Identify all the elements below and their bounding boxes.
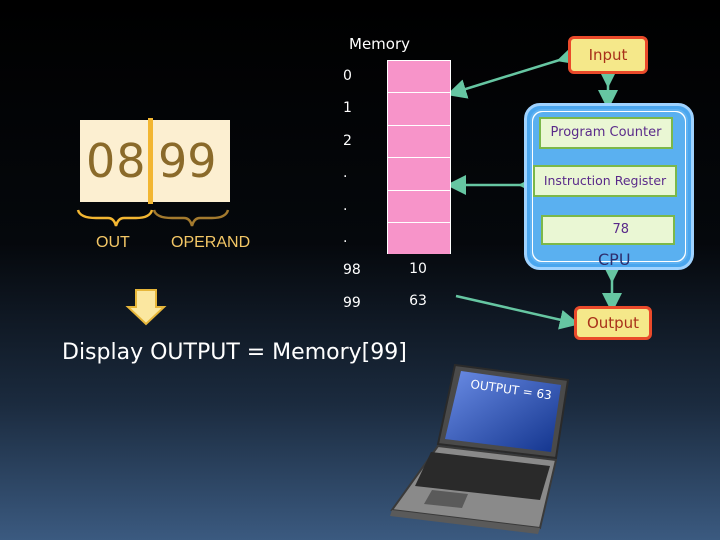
memory-cell [387, 221, 451, 255]
memory-address: 1 [343, 100, 352, 117]
memory-column: 10 63 [387, 60, 451, 317]
memory-cell: 63 [409, 292, 427, 309]
program-counter-register: Program Counter [539, 117, 673, 149]
memory-cell [387, 92, 451, 125]
operand-label: OPERAND [171, 234, 251, 251]
memory-cell [387, 124, 451, 158]
instruction-register: Instruction Register [533, 165, 677, 197]
laptop-icon [390, 363, 570, 534]
input-box: Input [568, 36, 648, 74]
output-box: Output [574, 306, 652, 340]
memory-cell: 10 [409, 261, 427, 278]
memory-cell [387, 189, 451, 222]
input-memory-arrow [446, 45, 579, 99]
accumulator-register: 78 [541, 215, 675, 245]
display-output-statement: Display OUTPUT = Memory[99] [62, 340, 407, 365]
memory-title: Memory [349, 35, 411, 53]
memory-address: 98 [343, 262, 361, 279]
memory-address: . [343, 165, 348, 182]
memory-address: . [343, 230, 348, 246]
instruction-box [80, 120, 230, 202]
instruction-operand: 99 [158, 134, 217, 188]
memory-address: 2 [343, 132, 352, 149]
down-arrow-icon [125, 289, 167, 326]
opcode-label: OUT [96, 234, 130, 251]
cpu-label: CPU [598, 250, 631, 269]
memory-address: 0 [343, 68, 352, 84]
instruction-divider [148, 118, 153, 204]
opcode-brace [76, 209, 154, 227]
memory-output-arrow [455, 294, 580, 330]
memory-cell [387, 157, 451, 190]
memory-address: 99 [343, 294, 361, 311]
instruction-opcode: 08 [86, 134, 147, 188]
operand-brace [152, 209, 230, 227]
memory-address: . [343, 197, 348, 214]
memory-cell [387, 60, 451, 93]
